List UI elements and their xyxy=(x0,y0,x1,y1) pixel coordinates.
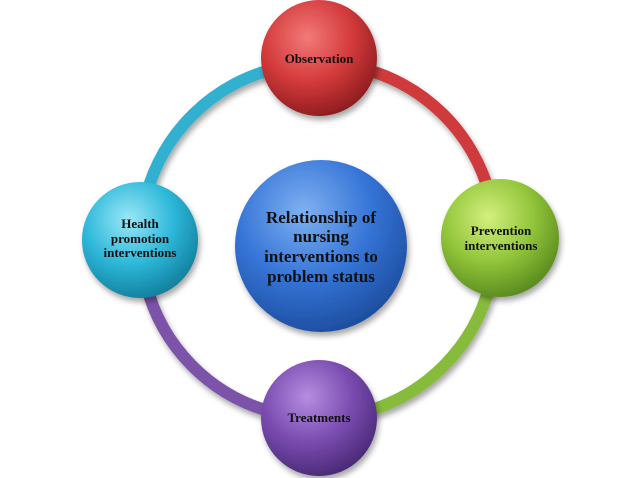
treatments-label: Treatments xyxy=(287,409,351,425)
arc-treatments-health xyxy=(140,278,278,418)
treatments-circle xyxy=(261,360,377,476)
prevention-interventions-label: Prevention interventions xyxy=(464,223,538,253)
prevention-circle xyxy=(441,179,559,297)
observation-label: Observation xyxy=(284,50,354,66)
observation-circle xyxy=(261,0,377,116)
center-label: Relationship of nursing interventions to… xyxy=(264,207,378,286)
arc-prevention-treatments xyxy=(358,278,496,418)
health-promotion-interventions-label: Health promotion interventions xyxy=(103,215,177,261)
health-promotion-circle xyxy=(82,182,198,298)
arc-health-observation xyxy=(140,62,284,202)
center-circle xyxy=(235,160,407,332)
arc-observation-prevention xyxy=(354,62,496,202)
